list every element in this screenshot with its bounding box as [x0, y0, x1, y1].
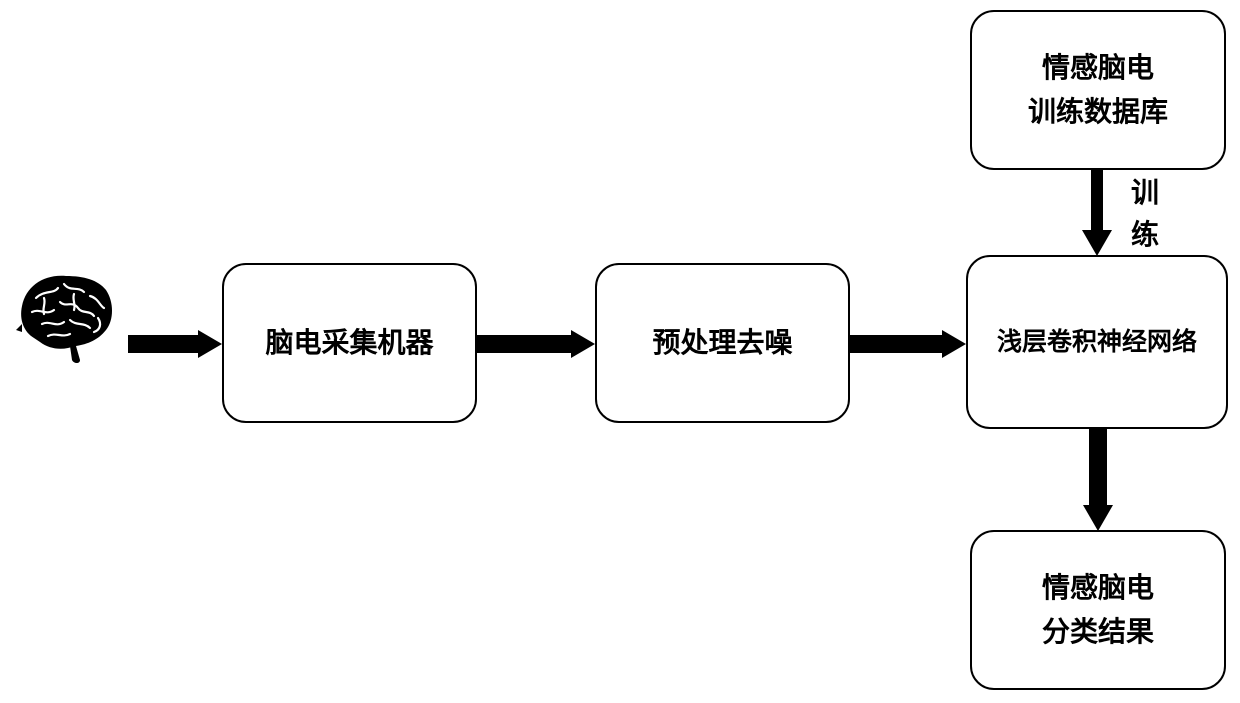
- edge-label-training: 训 练: [1128, 172, 1162, 256]
- arrow-preprocess-to-cnn: [850, 330, 966, 358]
- node-training-database: 情感脑电 训练数据库: [970, 10, 1226, 170]
- node-eeg-acquisition-device: 脑电采集机器: [222, 263, 477, 423]
- edge-label-char-1: 训: [1128, 172, 1162, 214]
- arrow-brain-to-device: [128, 330, 222, 358]
- arrow-database-to-cnn: [1082, 170, 1112, 255]
- brain-icon: [14, 268, 118, 368]
- node-label-line-2: 分类结果: [1042, 610, 1154, 654]
- node-label-line-1: 情感脑电: [1028, 46, 1168, 90]
- node-label: 预处理去噪: [652, 321, 792, 365]
- node-label: 浅层卷积神经网络: [997, 320, 1197, 364]
- node-classification-result: 情感脑电 分类结果: [970, 530, 1226, 690]
- arrow-device-to-preprocess: [477, 330, 595, 358]
- arrow-cnn-to-result: [1083, 429, 1113, 530]
- node-shallow-cnn: 浅层卷积神经网络: [966, 255, 1228, 429]
- edge-label-char-2: 练: [1128, 214, 1162, 256]
- node-label-line-1: 情感脑电: [1042, 566, 1154, 610]
- node-preprocess-denoise: 预处理去噪: [595, 263, 850, 423]
- node-label-line-2: 训练数据库: [1028, 90, 1168, 134]
- node-label: 脑电采集机器: [265, 321, 433, 365]
